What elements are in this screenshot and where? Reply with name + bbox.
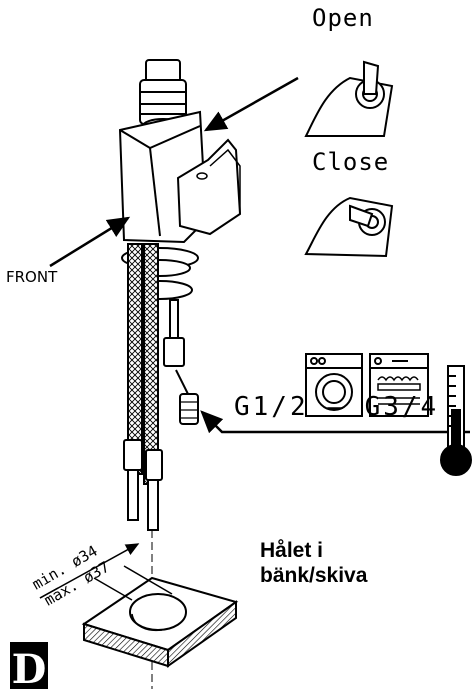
washing-machine-icon bbox=[305, 353, 363, 417]
thread-size-label: G1/2 – G3/4 bbox=[234, 392, 440, 422]
countertop-hole-drawing bbox=[81, 576, 239, 668]
hole-label-line2: bänk/skiva bbox=[260, 564, 368, 587]
close-label: Close bbox=[312, 148, 390, 176]
countertop-hole-label: Hålet i bänk/skiva bbox=[260, 538, 367, 588]
open-valve-icon bbox=[304, 60, 394, 137]
thermometer-icon bbox=[440, 365, 472, 476]
dimension-lines bbox=[39, 543, 173, 601]
front-arrow bbox=[49, 216, 131, 268]
faucet-assembly-drawing bbox=[118, 59, 242, 689]
hole-label-line1: Hålet i bbox=[260, 539, 324, 562]
open-arrow bbox=[203, 76, 299, 132]
open-label: Open bbox=[312, 4, 374, 32]
section-letter-badge: D bbox=[10, 642, 48, 693]
arrows bbox=[49, 76, 470, 434]
thread-leader bbox=[200, 410, 470, 434]
dishwasher-icon bbox=[369, 353, 429, 417]
front-label: FRONT bbox=[6, 268, 58, 286]
close-valve-icon bbox=[304, 196, 394, 258]
